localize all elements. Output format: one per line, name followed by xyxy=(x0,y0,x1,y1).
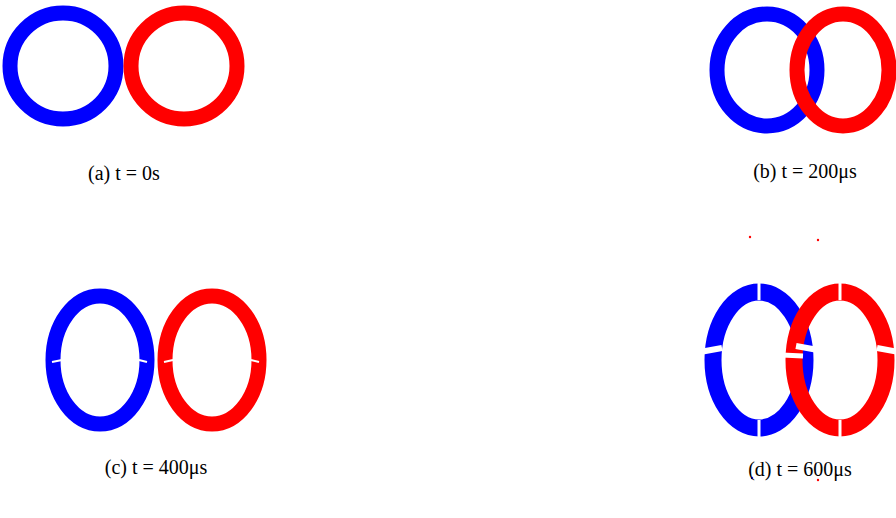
debris xyxy=(749,236,819,481)
blue-ring xyxy=(53,296,147,424)
frame-c xyxy=(52,296,259,424)
frame-a xyxy=(10,13,237,119)
fracture-gaps xyxy=(700,283,896,437)
red-ring xyxy=(797,14,889,126)
red-ring xyxy=(794,292,886,428)
frame-b xyxy=(717,14,889,126)
blue-ring xyxy=(10,13,116,119)
red-ring xyxy=(165,296,259,424)
panel-caption: (c) t = 400μs xyxy=(105,456,208,479)
red-ring xyxy=(131,13,237,119)
panel-caption: (d) t = 600μs xyxy=(748,458,852,481)
frame-d xyxy=(700,236,896,481)
crack-notches xyxy=(52,360,259,362)
panel-caption: (a) t = 0s xyxy=(88,162,160,185)
panel-caption: (b) t = 200μs xyxy=(753,160,857,183)
